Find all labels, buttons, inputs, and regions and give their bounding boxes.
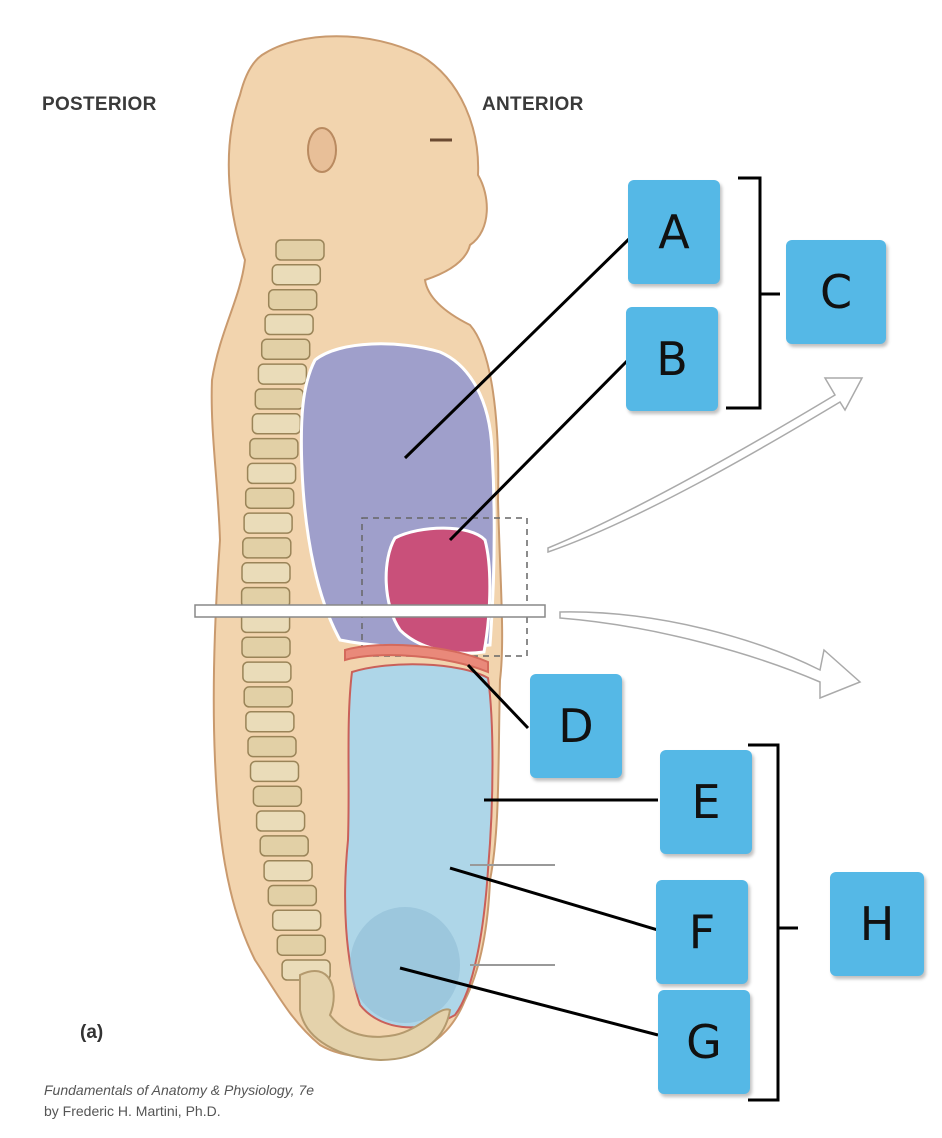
leader-line-a [403,236,632,460]
arrow-lower [559,611,862,700]
leader-line-d [466,663,530,730]
vertebra [244,487,295,510]
vertebra [241,636,291,658]
brackets [726,176,798,1102]
anterior-heading: ANTERIOR [482,94,584,115]
vertebra [241,562,291,584]
leader-line-b [448,358,630,542]
label-b[interactable]: B [626,307,718,411]
vertebra [271,264,322,286]
vertebra [245,710,295,733]
posterior-heading: POSTERIOR [42,94,157,115]
vertebra [276,934,327,956]
vertebra [255,810,306,832]
label-c[interactable]: C [786,240,886,344]
arrow-upper [547,377,864,554]
vertebral-column [240,239,331,981]
vertebra [260,338,311,361]
vertebra [247,735,297,758]
vertebra [246,462,297,485]
label-a[interactable]: A [628,180,720,284]
diaphragm [344,643,489,674]
vertebra [249,760,300,783]
vertebra [251,413,302,435]
vertebra [243,512,293,534]
vertebra [257,363,308,385]
credit-author: by Frederic H. Martini, Ph.D. [44,1103,221,1119]
vertebra [243,686,293,708]
bracket-c [726,176,762,410]
pelvic-cavity [350,907,460,1023]
label-g[interactable]: G [658,990,750,1094]
vertebra [242,537,292,559]
vertebra [267,884,318,907]
pelvis-bone [299,970,452,1062]
credit-title: Fundamentals of Anatomy & Physiology, 7e [44,1082,315,1098]
label-d[interactable]: D [530,674,622,778]
label-f[interactable]: F [656,880,748,984]
vertebra [264,313,314,336]
leader-lines [399,236,659,1037]
vertebra [252,785,303,807]
vertebra [263,859,313,882]
label-e[interactable]: E [660,750,752,854]
vertebra [242,661,292,683]
panel-tag: (a) [80,1022,104,1043]
transverse-plane-bar [194,604,546,618]
bracket-h [748,743,780,1102]
ear [307,127,337,173]
vertebra [249,437,299,460]
leader-line-g [399,966,659,1037]
vertebra [259,835,309,857]
vertebra [267,288,318,311]
vertebra [275,239,325,261]
leader-line-f [449,866,659,932]
vertebra [254,388,305,410]
label-h[interactable]: H [830,872,924,976]
vertebra [271,909,322,932]
